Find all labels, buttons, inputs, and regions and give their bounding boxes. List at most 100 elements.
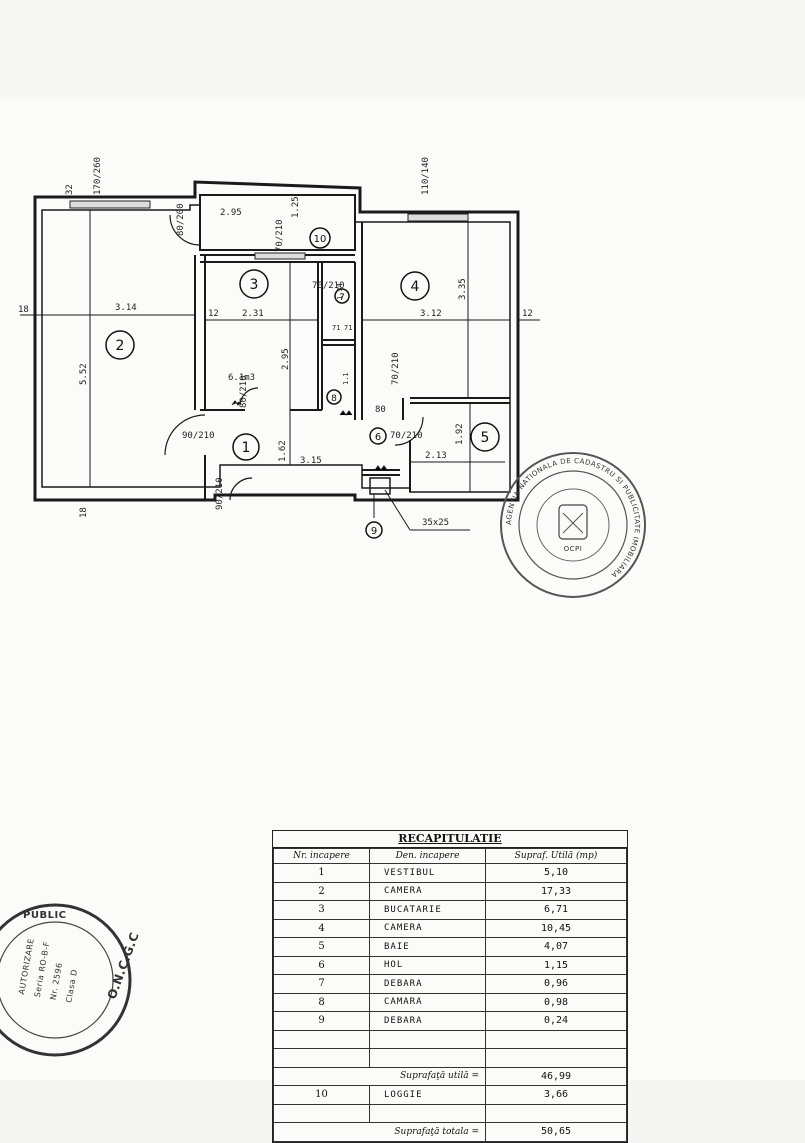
total-area-value: 50,65 (485, 1122, 627, 1142)
dim-room1-door: 90/210 (182, 431, 215, 441)
hatching (231, 400, 388, 471)
interior-walls (20, 210, 540, 500)
corner-badge: PUBLIC (23, 910, 67, 921)
row-area: 0,24 (485, 1011, 627, 1031)
row-name: VESTIBUL (369, 863, 486, 883)
stamp-center: OCPI (564, 545, 583, 553)
dim-room2-width: 3.14 (115, 303, 137, 313)
dim-room3-width: 2.31 (242, 309, 264, 319)
dim-loggia-height: 1.25 (291, 196, 301, 218)
row-name: CAMERA (369, 881, 486, 901)
row-no: 3 (273, 900, 370, 920)
dim-room1-width: 3.15 (300, 456, 322, 466)
room-10-label: 10 (314, 234, 327, 245)
room-1-label: 1 (242, 440, 251, 456)
dim-bottom-wall: 18 (79, 507, 89, 518)
row-name: CAMERA (369, 918, 486, 938)
dim-loggia-width: 2.95 (220, 208, 242, 218)
room-7-label: 7 (339, 293, 345, 303)
windows (69, 200, 469, 260)
dim-room2-height: 5.52 (79, 363, 89, 385)
room-6-label: 6 (375, 432, 381, 443)
dim-top-left-a: 32 (65, 184, 75, 195)
loggia-walls (199, 194, 356, 251)
room-markers (105, 227, 500, 539)
row-name: BUCATARIE (369, 900, 486, 920)
row-no: 8 (273, 992, 370, 1012)
dim-loggia-door: 80/200 (176, 203, 186, 236)
dimension-labels: 32 170/260 2.95 1.25 80/200 110/140 3.14… (18, 157, 533, 528)
room-labels: 1 2 3 4 5 6 7 8 9 10 (116, 234, 490, 537)
top-bar (0, 0, 805, 100)
recap-title: RECAPITULATIE (273, 831, 627, 848)
room-3-label: 3 (250, 277, 259, 293)
dim-hall-door: 70/210 (391, 352, 401, 385)
recap-grid: Nr. incapere Den. incapere Supraf. Utilă… (273, 848, 627, 1142)
corner-line-1: AUTORIZARE (17, 937, 36, 995)
dim-room8-a: 71 (332, 324, 340, 332)
row-name: HOL (369, 955, 486, 975)
scanned-sheet: 1 2 3 4 5 6 7 8 9 10 32 170/260 2.95 1.2… (0, 100, 805, 1143)
shaft (369, 477, 470, 531)
floor-plan: 1 2 3 4 5 6 7 8 9 10 32 170/260 2.95 1.2… (0, 157, 646, 1057)
dim-left-wall: 18 (18, 305, 29, 315)
dim-room3-door: 80/210 (239, 375, 249, 408)
dim-room3-height: 2.95 (281, 348, 291, 370)
dim-shaft: 35x25 (422, 518, 449, 528)
loggia-name: LOGGIE (369, 1085, 486, 1105)
header-name: Den. incapere (369, 848, 486, 864)
row-name: DEBARA (369, 1011, 486, 1031)
loggia-no: 10 (273, 1085, 370, 1105)
total-area-row: Suprafaţă totala = 50,65 (273, 1122, 627, 1142)
empty-row (273, 1103, 627, 1123)
row-name: DEBARA (369, 974, 486, 994)
room-5-label: 5 (481, 430, 490, 446)
row-area: 6,71 (485, 900, 627, 920)
dim-entry-door: 90/210 (215, 477, 225, 510)
corner-line-3: Nr. 2596 (49, 962, 64, 1001)
row-no: 4 (273, 918, 370, 938)
recap-header-row: Nr. incapere Den. incapere Supraf. Utilă… (273, 848, 627, 864)
row-name: CAMARA (369, 992, 486, 1012)
dim-room3-window: 70/210 (275, 219, 285, 252)
dim-room5-width: 2.13 (425, 451, 447, 461)
dim-hall-b: 1.92 (455, 423, 465, 445)
cadastre-stamp: AGENTIA NATIONALA DE CADASTRU SI PUBLICI… (500, 452, 646, 598)
row-no: 1 (273, 863, 370, 883)
dim-room7-door: 70/210 (312, 281, 345, 291)
dim-top-left-b: 170/260 (93, 157, 103, 195)
corner-line-2: Seria RO-B-F (33, 941, 52, 998)
header-no: Nr. incapere (273, 848, 370, 864)
empty-row (273, 1048, 627, 1068)
row-no: 2 (273, 881, 370, 901)
row-name: BAIE (369, 937, 486, 957)
dim-room8-small: 1.1 (342, 372, 350, 385)
corner-line-4: Clasa D (64, 968, 79, 1003)
room-2-label: 2 (116, 338, 125, 354)
dim-kitchen-door: 6.1m3 (228, 373, 255, 383)
row-no: 9 (273, 1011, 370, 1031)
dim-top-right: 110/140 (421, 157, 431, 195)
room-9-label: 9 (371, 526, 377, 537)
row-no: 5 (273, 937, 370, 957)
dim-room1-height: 1.62 (278, 440, 288, 462)
row-area: 1,15 (485, 955, 627, 975)
useful-area-value: 46,99 (485, 1066, 627, 1086)
authorization-stamp: PUBLIC O.N.C.G.C AUTORIZARE Seria RO-B-F… (0, 903, 142, 1057)
outer-walls (33, 180, 520, 502)
row-area: 0,98 (485, 992, 627, 1012)
useful-area-label: Suprafaţă utilă = (273, 1066, 486, 1086)
row-no: 6 (273, 955, 370, 975)
row-no: 7 (273, 974, 370, 994)
dim-room7-width: 1.34 (336, 283, 344, 300)
dim-room6-door: 70/210 (390, 431, 423, 441)
dim-room8-b: 71 (344, 324, 352, 332)
